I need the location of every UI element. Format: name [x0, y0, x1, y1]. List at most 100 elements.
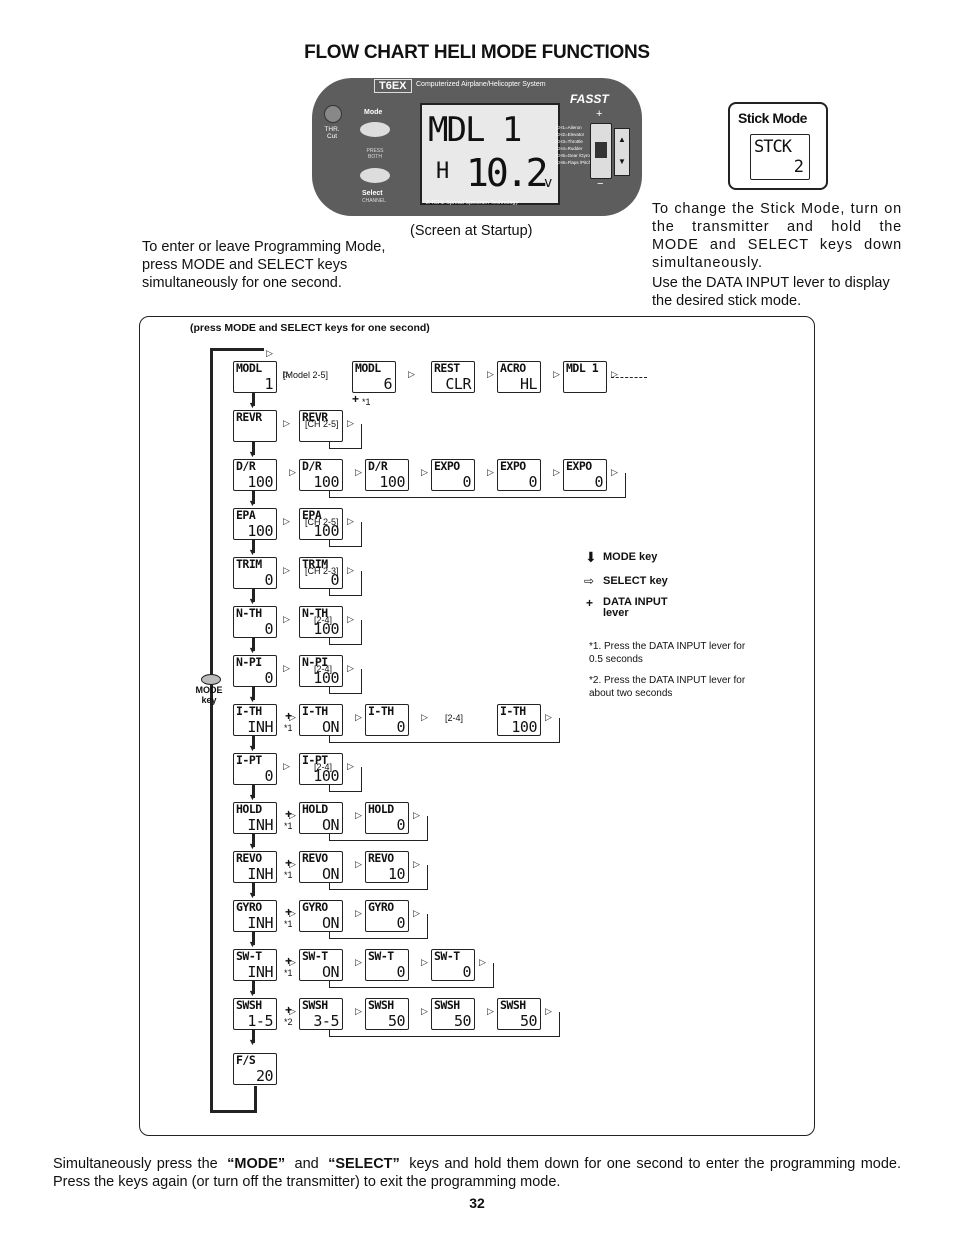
- lcd-screen-title: EXPO: [434, 459, 460, 473]
- select-arrow: ▷: [487, 467, 494, 477]
- mode-arrow-line: [252, 540, 255, 553]
- mode-arrow-head: ▼: [248, 841, 257, 851]
- select-arrow: ▷: [355, 712, 362, 722]
- lcd-screen-value: ON: [321, 963, 340, 981]
- select-arrow: ▷: [408, 369, 415, 379]
- return-line: [329, 589, 331, 596]
- lcd-screen-title: GYRO: [368, 900, 394, 914]
- mode-key-side-label: MODE key: [195, 685, 223, 705]
- page-number: 32: [469, 1195, 485, 1211]
- lcd-screen-title: EXPO: [566, 459, 592, 473]
- lcd-screen-value: 0: [330, 571, 339, 589]
- channel-list-item: CH3=Throttle: [556, 139, 583, 144]
- stick-mode-text-1: To change the Stick Mode, turn on the tr…: [652, 201, 902, 271]
- select-arrow: ▷: [487, 369, 494, 379]
- lcd-screen-value: INH: [247, 914, 273, 932]
- lcd-screen-title: I-PT: [302, 753, 328, 767]
- select-arrow-return: ▷: [545, 712, 552, 722]
- range-label: [Model 2-5]: [283, 370, 329, 380]
- note-2: *2. Press the DATA INPUT lever for about…: [589, 675, 746, 699]
- lcd-screen-value: 0: [462, 963, 471, 981]
- lcd-screen-title: HOLD: [302, 802, 328, 816]
- select-arrow-return: ▷: [479, 957, 486, 967]
- lcd-screen-value: 100: [379, 473, 405, 491]
- lcd-screen-value: INH: [247, 865, 273, 883]
- note-1: *1. Press the DATA INPUT lever for 0.5 s…: [589, 641, 746, 665]
- bottom-text-b: keys and hold them down for one second t…: [53, 1156, 902, 1190]
- lcd-screen-title: SW-T: [434, 949, 460, 963]
- mode-arrow-line: [252, 981, 255, 994]
- lcd-screen-title: N-TH: [302, 606, 328, 620]
- lcd-screen-value: 100: [247, 473, 273, 491]
- lcd-screen-value: 50: [519, 1012, 538, 1030]
- flow-chart-frame: [139, 316, 815, 1136]
- lcd-screen-value: 6: [383, 375, 392, 393]
- lcd-screen-value: 0: [264, 571, 273, 589]
- return-line: [329, 693, 362, 695]
- lcd-screen-value: 50: [453, 1012, 472, 1030]
- lcd-screen-value: 0: [396, 963, 405, 981]
- lcd-mode-letter: H: [436, 159, 450, 184]
- lcd-screen-title: GYRO: [236, 900, 262, 914]
- lcd-screen-value: 0: [264, 620, 273, 638]
- transmitter-illustration: T6EX Computerized Airplane/Helicopter Sy…: [312, 78, 642, 216]
- mode-arrow-line: [252, 491, 255, 504]
- lcd-screen-value: 100: [313, 473, 339, 491]
- channel-list-item: CH1=Aileron: [556, 125, 582, 130]
- select-arrow: ▷: [289, 957, 296, 967]
- lcd-screen-title: REVR: [302, 410, 328, 424]
- lcd-screen-title: ACRO: [500, 361, 526, 375]
- select-arrow-return: ▷: [413, 810, 420, 820]
- lcd-screen-title: N-PI: [302, 655, 328, 669]
- select-arrow-return: ▷: [347, 418, 354, 428]
- mode-arrow-head: ▼: [248, 449, 257, 459]
- lcd-screen-value: ON: [321, 718, 340, 736]
- lcd-screen-revr: REVR: [233, 410, 277, 442]
- lcd-footer-text: 2.4GHz Spread Spectrum Technology: [426, 200, 519, 206]
- lcd-screen-value: 100: [511, 718, 537, 736]
- lcd-screen-title: MODL: [236, 361, 262, 375]
- select-arrow: ▷: [289, 810, 296, 820]
- select-arrow: ▷: [553, 369, 560, 379]
- select-arrow: ▷: [283, 418, 290, 428]
- lcd-screen-title: I-TH: [236, 704, 262, 718]
- startup-lcd: MDL 1 H 10.2 v: [420, 103, 560, 205]
- enter-programming-text: To enter or leave Programming Mode, pres…: [142, 239, 386, 291]
- return-line: [493, 963, 495, 987]
- range-label: [CH 2-3]: [305, 566, 339, 576]
- lcd-screen-value: 0: [396, 816, 405, 834]
- lcd-screen-title: REST: [434, 361, 460, 375]
- lcd-screen-value: 100: [247, 522, 273, 540]
- lcd-screen-value: 0: [264, 767, 273, 785]
- note-marker: *2: [284, 1017, 293, 1027]
- stick-mode-lcd: STCK 2: [750, 134, 810, 180]
- lcd-screen-title: SWSH: [500, 998, 526, 1012]
- lcd-screen-title: D/R: [236, 459, 256, 473]
- lcd-screen-value: 0: [528, 473, 537, 491]
- select-arrow: ▷: [289, 1006, 296, 1016]
- select-arrow-return: ▷: [347, 761, 354, 771]
- mode-arrow-head: ▼: [248, 1037, 257, 1047]
- note-marker: *1: [284, 968, 293, 978]
- lcd-screen-revr: REVR: [299, 410, 343, 442]
- channel-label: CHANNEL: [362, 198, 386, 204]
- dashed-return-line: [611, 377, 647, 378]
- mode-arrow-head: ▼: [248, 939, 257, 949]
- lcd-screen-title: F/S: [236, 1053, 256, 1067]
- return-line: [625, 473, 627, 497]
- lcd-screen-title: SW-T: [368, 949, 394, 963]
- mode-arrow-line: [252, 785, 255, 798]
- stick-mode-text-2: Use the DATA INPUT lever to display the …: [652, 275, 890, 309]
- note-marker: *1: [284, 870, 293, 880]
- data-input-plus-icon: +: [285, 1003, 293, 1017]
